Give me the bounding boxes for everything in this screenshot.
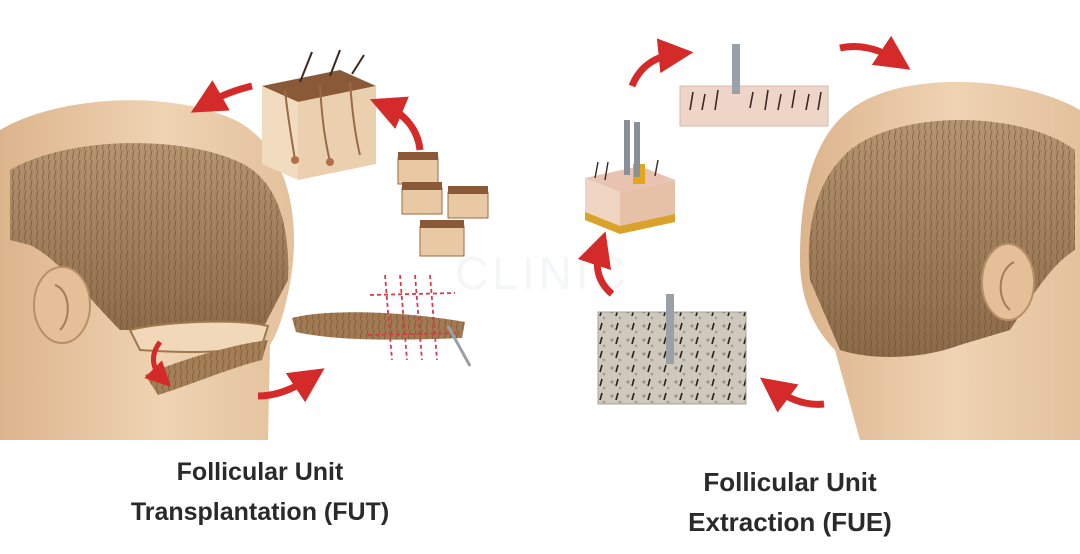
fue-caption-line1: Follicular Unit	[703, 467, 877, 497]
fut-arrows	[190, 80, 424, 403]
fut-caption-line1: Follicular Unit	[176, 458, 344, 486]
fue-top-strip	[679, 44, 829, 127]
fut-skin-section	[262, 49, 376, 180]
fue-skin-block	[585, 120, 675, 234]
fue-head	[800, 81, 1080, 441]
fut-caption-line2: Transplantation (FUT)	[130, 498, 390, 526]
fut-grafts	[397, 152, 489, 257]
fue-caption: Follicular Unit Extraction (FUE)	[640, 462, 940, 542]
fue-caption-line2: Extraction (FUE)	[688, 507, 892, 537]
fue-scalp-closeup	[597, 294, 747, 405]
fut-donor-strip	[292, 274, 472, 367]
fut-caption: Follicular Unit Transplantation (FUT)	[110, 452, 410, 532]
fue-arrows	[577, 35, 911, 413]
fut-head	[0, 100, 295, 440]
